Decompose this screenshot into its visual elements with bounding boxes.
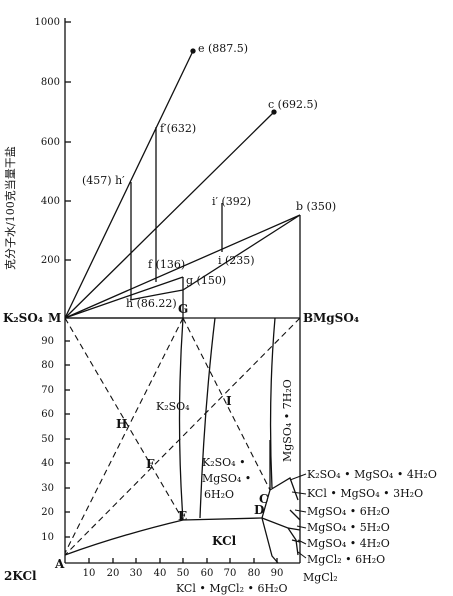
label-2kcl-corner: 2KCl [4, 569, 37, 583]
lower-y-ticks: 90 80 70 60 50 40 30 20 10 [41, 336, 54, 543]
upper-tick-label: 400 [41, 196, 60, 207]
label-A: A [54, 557, 65, 571]
label-M: M [48, 311, 61, 325]
curve-G-E [178, 317, 184, 521]
lower-y-tick-label: 50 [41, 434, 54, 445]
label-b: b (350) [296, 200, 336, 213]
lower-y-tick-label: 60 [41, 409, 54, 420]
curve-h-g [129, 289, 184, 301]
label-B: B [303, 311, 313, 325]
lower-y-tick-label: 70 [41, 385, 54, 396]
dashed-B-A [64, 317, 301, 556]
point-e [190, 48, 196, 54]
label-I: I [226, 394, 232, 408]
curve-bottom-right [261, 517, 279, 564]
right-label-kainite: KCl • MgSO₄ • 3H₂O [307, 487, 423, 500]
lower-x-tick-label: 50 [177, 568, 190, 579]
line-M-b [64, 214, 301, 319]
label-k2so4-corner: K₂SO₄ [3, 311, 43, 325]
upper-tick-label: 200 [41, 255, 60, 266]
label-f: f (136) [148, 258, 185, 271]
lower-x-tick-label: 80 [248, 568, 261, 579]
right-label-pentahydrite: MgSO₄ • 5H₂O [307, 521, 390, 534]
label-e: e (887.5) [198, 42, 248, 55]
label-mgcl2-corner: MgCl₂ [303, 571, 338, 584]
upper-y-axis-label: 克分子水/100克当量干盐 [3, 146, 17, 270]
curve-E-D [182, 517, 263, 521]
lower-y-tick-label: 90 [41, 336, 54, 347]
upper-y-ticks: 1000 800 600 400 200 [35, 17, 60, 266]
lower-y-tick-label: 80 [41, 360, 54, 371]
upper-tick-label: 1000 [35, 17, 60, 28]
upper-panel [64, 18, 301, 319]
label-h: h (86.22) [126, 297, 177, 310]
label-D: D [254, 503, 264, 517]
lower-panel [64, 317, 301, 564]
curve-g-b [182, 214, 301, 291]
dashed-G-C [182, 317, 271, 491]
curve-D-right [261, 517, 299, 556]
label-mgso4-corner: MgSO₄ [313, 311, 359, 325]
upper-tick-label: 800 [41, 77, 60, 88]
lower-x-tick-label: 90 [271, 568, 284, 579]
label-H: H [116, 417, 127, 431]
lower-y-tick-label: 10 [41, 532, 54, 543]
curve-C-right [269, 477, 299, 501]
right-label-bischofite: MgCl₂ • 6H₂O [307, 553, 385, 566]
upper-tick-label: 600 [41, 137, 60, 148]
label-carnallite: KCl • MgCl₂ • 6H₂O [176, 582, 288, 595]
curve-D-C [261, 489, 271, 519]
label-i: i (235) [218, 254, 255, 267]
lower-y-tick-label: 20 [41, 507, 54, 518]
curve-upper-mid [199, 317, 216, 519]
field-k2so4: K₂SO₄ [156, 400, 190, 413]
lower-x-ticks: 10 20 30 40 50 60 70 80 90 [83, 568, 284, 579]
curve-A-E [64, 519, 184, 556]
lower-x-tick-label: 70 [224, 568, 237, 579]
label-F: F [146, 457, 155, 471]
dashed-G-H [64, 317, 184, 554]
label-E: E [178, 509, 187, 523]
lower-x-tick-label: 20 [107, 568, 120, 579]
label-ip: i′ (392) [212, 195, 251, 208]
line-M-e [64, 50, 194, 319]
label-fp: f′(632) [160, 122, 196, 135]
lower-y-tick-label: 40 [41, 458, 54, 469]
label-C: C [259, 492, 269, 506]
line-M-g [64, 276, 184, 319]
field-schoenite-line3: 6H₂O [204, 488, 234, 501]
lower-x-tick-label: 30 [130, 568, 143, 579]
field-kcl: KCl [212, 534, 237, 548]
right-label-leaders [289, 473, 307, 559]
lower-y-tick-label: 30 [41, 483, 54, 494]
curve-epsomite-left [269, 317, 276, 489]
curve-small-fields [287, 509, 301, 543]
label-g: g (150) [186, 274, 226, 287]
field-schoenite-line2: MgSO₄ • [202, 472, 251, 485]
lower-x-tick-label: 10 [83, 568, 96, 579]
right-label-tetrahydrite: MgSO₄ • 4H₂O [307, 537, 390, 550]
point-c [271, 109, 277, 115]
label-G: G [178, 302, 188, 316]
lower-x-tick-label: 40 [154, 568, 167, 579]
label-hp: (457) h′ [82, 174, 125, 187]
lower-x-tick-label: 60 [201, 568, 214, 579]
label-c: c (692.5) [268, 98, 318, 111]
right-label-leonite: K₂SO₄ • MgSO₄ • 4H₂O [307, 468, 437, 481]
field-schoenite-line1: K₂SO₄ • [202, 456, 246, 469]
field-epsomite: MgSO₄ • 7H₂O [281, 379, 294, 462]
right-label-hexahydrite: MgSO₄ • 6H₂O [307, 505, 390, 518]
line-M-c [64, 111, 275, 319]
dashed-M-E [64, 317, 184, 521]
